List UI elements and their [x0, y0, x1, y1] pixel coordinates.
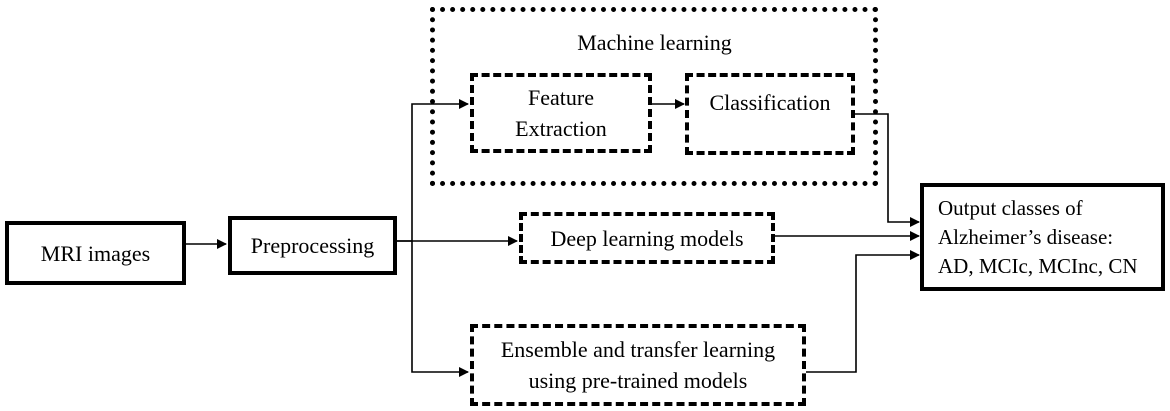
mri-images-label: MRI images	[40, 240, 151, 266]
machine-learning-group	[430, 7, 878, 186]
output-classes-box: Output classes of Alzheimer’s disease: A…	[920, 183, 1165, 291]
classification-to-output-arrow	[855, 113, 920, 227]
feature-extraction-box: Feature Extraction	[470, 73, 652, 153]
output-line-1: Output classes of	[938, 195, 1083, 220]
ensemble-to-output-arrow	[806, 250, 920, 373]
ensemble-box: Ensemble and transfer learning using pre…	[470, 324, 806, 406]
classification-label: Classification	[709, 90, 831, 115]
preprocessing-to-ensemble-arrow	[411, 241, 469, 377]
feature-extraction-line-2: Extraction	[515, 116, 607, 141]
ensemble-line-2: using pre-trained models	[528, 368, 748, 393]
output-line-3: AD, MCIc, MCInc, CN	[938, 253, 1138, 278]
machine-learning-title: Machine learning	[577, 30, 732, 55]
preprocessing-box: Preprocessing	[228, 216, 397, 275]
classification-box: Classification	[685, 73, 855, 155]
mri-images-box: MRI images	[5, 221, 186, 285]
feature-extraction-line-1: Feature	[528, 85, 594, 110]
ensemble-line-1: Ensemble and transfer learning	[500, 337, 776, 362]
preprocessing-to-feature-arrow	[397, 99, 469, 242]
deep-learning-box: Deep learning models	[519, 212, 775, 264]
preprocessing-label: Preprocessing	[250, 233, 375, 258]
deep-learning-label: Deep learning models	[550, 225, 744, 251]
output-line-2: Alzheimer’s disease:	[938, 224, 1114, 249]
